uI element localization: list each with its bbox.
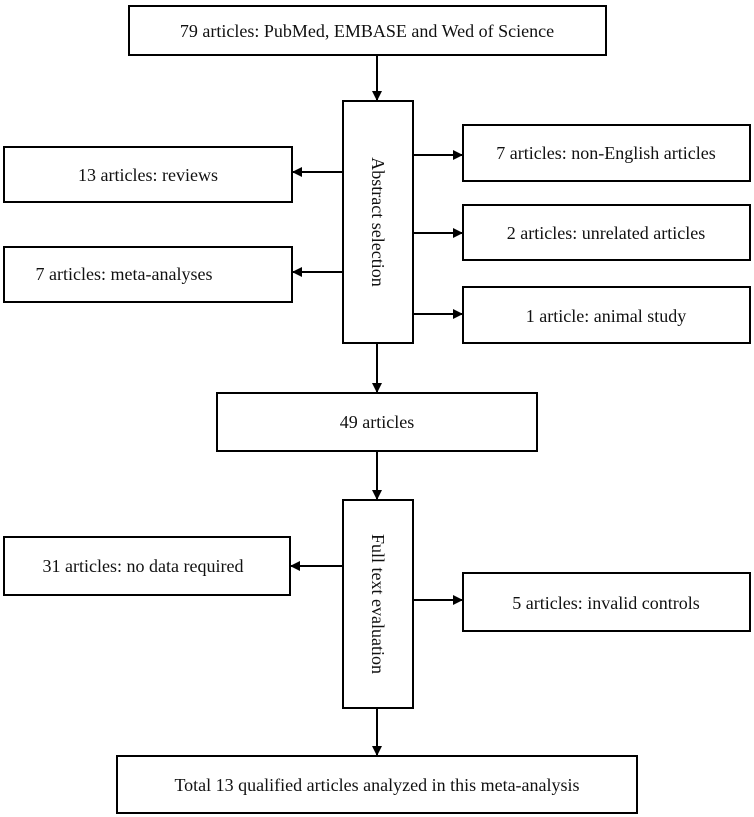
connectors bbox=[290, 55, 463, 756]
non-english-label: 7 articles: non-English articles bbox=[496, 143, 715, 163]
final-box-label: Total 13 qualified articles analyzed in … bbox=[174, 775, 579, 795]
reviews-box: 13 articles: reviews bbox=[3, 146, 293, 203]
invalid-controls-label: 5 articles: invalid controls bbox=[512, 593, 699, 613]
abstract-selection-label: Abstract selection bbox=[368, 157, 388, 286]
abstract-selection-box: Abstract selection bbox=[342, 100, 414, 344]
meta-analyses-label: 7 articles: meta-analyses bbox=[36, 264, 213, 284]
after-abstract-box: 49 articles bbox=[216, 392, 538, 452]
animal-study-box: 1 article: animal study bbox=[462, 286, 751, 344]
after-abstract-label: 49 articles bbox=[340, 412, 414, 432]
meta-analyses-box: 7 articles: meta-analyses bbox=[3, 246, 293, 303]
invalid-controls-box: 5 articles: invalid controls bbox=[462, 572, 751, 632]
animal-study-label: 1 article: animal study bbox=[526, 306, 686, 326]
unrelated-label: 2 articles: unrelated articles bbox=[507, 223, 705, 243]
no-data-label: 31 articles: no data required bbox=[43, 556, 244, 576]
unrelated-box: 2 articles: unrelated articles bbox=[462, 204, 751, 261]
source-box-label: 79 articles: PubMed, EMBASE and Wed of S… bbox=[180, 21, 554, 41]
full-text-evaluation-box: Full text evaluation bbox=[342, 499, 414, 709]
no-data-box: 31 articles: no data required bbox=[3, 536, 291, 596]
final-box: Total 13 qualified articles analyzed in … bbox=[116, 755, 638, 814]
non-english-box: 7 articles: non-English articles bbox=[462, 124, 751, 182]
source-box: 79 articles: PubMed, EMBASE and Wed of S… bbox=[128, 5, 607, 56]
reviews-label: 13 articles: reviews bbox=[78, 165, 218, 185]
full-text-evaluation-label: Full text evaluation bbox=[368, 534, 388, 674]
